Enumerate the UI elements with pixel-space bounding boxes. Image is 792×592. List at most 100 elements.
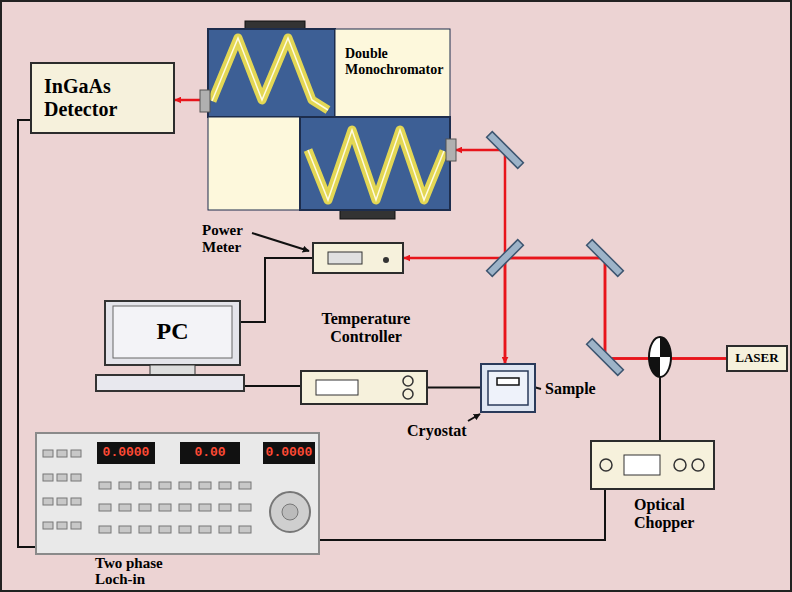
node-label: PC bbox=[113, 306, 232, 358]
leader-line bbox=[252, 233, 309, 251]
optical-chopper-drawing bbox=[592, 442, 713, 488]
display-window bbox=[316, 380, 358, 395]
button bbox=[179, 482, 191, 489]
keyboard bbox=[96, 375, 244, 391]
node-label: Two phase Loch-in bbox=[95, 555, 190, 587]
node-label: InGaAs Detector bbox=[44, 75, 161, 121]
button bbox=[71, 474, 81, 481]
button bbox=[239, 482, 251, 489]
node-label: Temperature Controller bbox=[292, 310, 440, 347]
power-meter-drawing bbox=[314, 244, 402, 272]
monochromator: Double Monochromator bbox=[200, 20, 456, 220]
button bbox=[139, 504, 151, 511]
node-label: Cryostat bbox=[407, 422, 467, 440]
detector-box: InGaAs Detector bbox=[30, 62, 175, 134]
button bbox=[219, 482, 231, 489]
laser-beam bbox=[456, 150, 505, 363]
display-reading: 0.0000 bbox=[97, 442, 155, 464]
button bbox=[57, 498, 67, 505]
signal-cable bbox=[320, 490, 605, 540]
button bbox=[99, 482, 111, 489]
light-path bbox=[212, 38, 328, 110]
button bbox=[139, 526, 151, 533]
chopper-blade bbox=[660, 337, 671, 357]
chopper-wire bbox=[659, 377, 661, 440]
button bbox=[159, 504, 171, 511]
node-label: Optical Chopper bbox=[634, 496, 724, 533]
slit bbox=[446, 139, 456, 161]
display-window bbox=[624, 455, 660, 475]
node-label: Double Monochromator bbox=[345, 46, 455, 78]
monitor bbox=[105, 301, 240, 365]
node-label: Power Meter bbox=[202, 222, 262, 257]
button bbox=[119, 482, 131, 489]
slit bbox=[200, 90, 210, 112]
housing bbox=[208, 29, 335, 117]
button bbox=[199, 482, 211, 489]
button bbox=[71, 450, 81, 457]
chopper-wheel bbox=[649, 337, 671, 377]
knob bbox=[403, 389, 413, 399]
button bbox=[57, 522, 67, 529]
knob bbox=[692, 459, 704, 471]
light-path bbox=[308, 130, 444, 200]
signal-cable bbox=[18, 120, 35, 547]
optical-chopper: Optical Chopper bbox=[590, 440, 715, 490]
laser-beam bbox=[175, 99, 200, 102]
button bbox=[139, 482, 151, 489]
display bbox=[263, 442, 315, 464]
button bbox=[71, 498, 81, 505]
button bbox=[199, 504, 211, 511]
mirror bbox=[487, 132, 524, 169]
button bbox=[219, 526, 231, 533]
display-reading: 0.00 bbox=[180, 442, 240, 464]
knob bbox=[282, 504, 298, 520]
monochromator-drawing bbox=[200, 20, 456, 220]
button bbox=[179, 504, 191, 511]
button bbox=[43, 498, 53, 505]
display-reading: 0.0000 bbox=[263, 442, 315, 464]
button bbox=[239, 526, 251, 533]
display bbox=[180, 442, 240, 464]
laser-beam bbox=[404, 258, 726, 359]
mirror bbox=[587, 240, 624, 277]
instrument-panel bbox=[36, 433, 319, 554]
cryostat: Cryostat bbox=[480, 363, 536, 413]
temperature-controller: Temperature Controller bbox=[300, 370, 428, 405]
button bbox=[99, 504, 111, 511]
signal-cable bbox=[245, 385, 300, 387]
laser-box: LASER bbox=[726, 345, 788, 372]
connector-jack bbox=[383, 257, 389, 263]
beam-splitter bbox=[487, 240, 524, 277]
jack bbox=[600, 459, 612, 471]
button bbox=[99, 526, 111, 533]
button bbox=[57, 450, 67, 457]
panel bbox=[208, 117, 300, 210]
button bbox=[199, 526, 211, 533]
monitor-stand bbox=[150, 365, 195, 375]
chopper-blade bbox=[649, 357, 660, 377]
temperature-controller-drawing bbox=[302, 372, 426, 403]
signal-cable bbox=[428, 387, 480, 389]
cryostat-inner bbox=[488, 371, 528, 405]
button bbox=[179, 526, 191, 533]
button bbox=[239, 504, 251, 511]
button bbox=[219, 504, 231, 511]
computer: PC bbox=[95, 300, 245, 392]
cryostat-drawing bbox=[482, 365, 534, 411]
light-path bbox=[308, 130, 444, 200]
button bbox=[57, 474, 67, 481]
knob bbox=[403, 376, 413, 386]
button bbox=[159, 482, 171, 489]
button bbox=[43, 474, 53, 481]
knob bbox=[674, 459, 686, 471]
button bbox=[43, 450, 53, 457]
light-path bbox=[212, 38, 328, 110]
screen bbox=[113, 306, 232, 358]
sample bbox=[497, 378, 519, 385]
computer-drawing bbox=[95, 300, 245, 392]
handle bbox=[340, 210, 395, 219]
button bbox=[119, 504, 131, 511]
button bbox=[43, 522, 53, 529]
